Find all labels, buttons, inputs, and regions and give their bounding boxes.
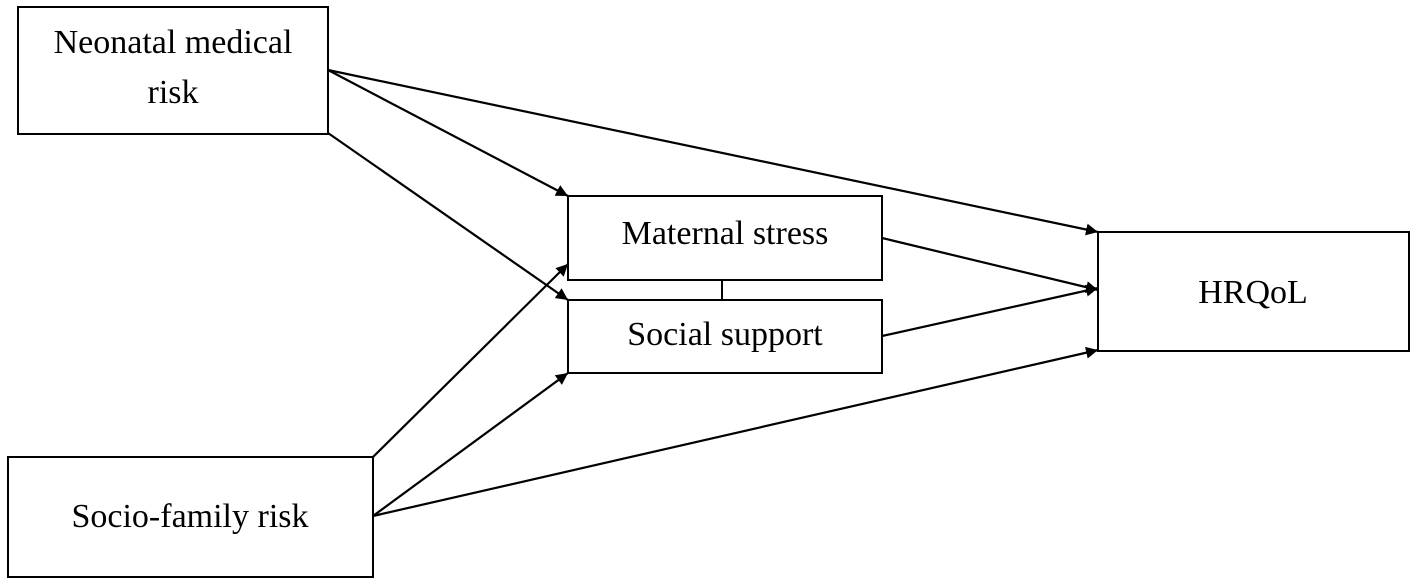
node-maternal-stress: Maternal stress (567, 195, 883, 281)
node-label: HRQoL (1198, 274, 1308, 311)
node-box (7, 456, 374, 578)
edge-neonatal-to-stress (327, 69, 569, 197)
edge-socio-to-support (372, 372, 569, 517)
edge-support-to-hrqol (881, 284, 1099, 338)
edge-socio-to-hrqol (372, 346, 1099, 518)
edge-socio-to-stress (372, 263, 569, 458)
edge-stress-to-hrqol (881, 236, 1099, 294)
node-box (567, 195, 883, 281)
node-box (567, 299, 883, 374)
node-socio-family-risk: Socio-family risk (7, 456, 374, 578)
edge-neonatal-to-hrqol (327, 68, 1099, 236)
node-label: Socio-family risk (71, 498, 308, 535)
node-label: Neonatal medical (54, 24, 293, 61)
node-neonatal-medical-risk: Neonatal medical risk (17, 6, 329, 135)
edge-neonatal-to-support (327, 132, 569, 301)
node-box (17, 6, 329, 135)
node-social-support: Social support (567, 299, 883, 374)
node-box (1097, 231, 1410, 352)
node-hrqol: HRQoL (1097, 231, 1410, 352)
edges-layer (327, 68, 1099, 518)
node-label: Maternal stress (622, 215, 829, 252)
node-label: Social support (627, 316, 823, 353)
node-label: risk (148, 74, 199, 111)
